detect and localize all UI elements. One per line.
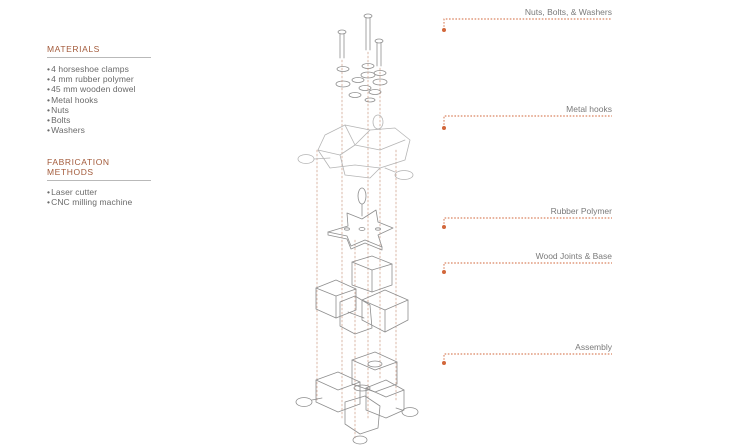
callout-leader xyxy=(443,115,612,128)
callout-assembly: Assembly xyxy=(575,342,612,352)
materials-item: Nuts xyxy=(47,105,151,115)
fabrication-title: FABRICATION METHODS xyxy=(47,157,151,181)
materials-item: Bolts xyxy=(47,115,151,125)
callout-nuts-bolts-washers: Nuts, Bolts, & Washers xyxy=(524,7,612,17)
materials-item: Washers xyxy=(47,125,151,135)
materials-section: MATERIALS 4 horseshoe clamps 4 mm rubber… xyxy=(47,44,151,135)
materials-list: 4 horseshoe clamps 4 mm rubber polymer 4… xyxy=(47,64,151,135)
callout-wood-joints-base: Wood Joints & Base xyxy=(535,251,612,261)
callout-leader xyxy=(443,262,612,272)
bolt xyxy=(363,13,373,51)
assembly xyxy=(295,351,419,445)
rubber-polymer-star xyxy=(327,209,394,251)
callout-dot xyxy=(442,361,446,365)
materials-item: 4 horseshoe clamps xyxy=(47,64,151,74)
metal-hooks-cluster xyxy=(297,114,414,180)
callout-dot xyxy=(442,225,446,229)
fabrication-item: Laser cutter xyxy=(47,187,151,197)
bolt xyxy=(337,29,347,59)
callout-leader xyxy=(443,18,612,30)
bolt xyxy=(374,38,384,67)
metal-hook xyxy=(357,187,367,217)
callout-leader xyxy=(443,353,612,363)
fabrication-list: Laser cutter CNC milling machine xyxy=(47,187,151,207)
fabrication-section: FABRICATION METHODS Laser cutter CNC mil… xyxy=(47,157,151,207)
wood-joints-base xyxy=(315,255,409,335)
materials-item: 4 mm rubber polymer xyxy=(47,74,151,84)
callout-leader xyxy=(443,217,612,227)
callout-metal-hooks: Metal hooks xyxy=(566,104,612,114)
callout-rubber-polymer: Rubber Polymer xyxy=(550,206,612,216)
materials-title: MATERIALS xyxy=(47,44,151,58)
washer-stack xyxy=(335,63,388,103)
materials-item: Metal hooks xyxy=(47,95,151,105)
materials-item: 45 mm wooden dowel xyxy=(47,84,151,94)
callout-dot xyxy=(442,126,446,130)
callout-dot xyxy=(442,270,446,274)
fabrication-item: CNC milling machine xyxy=(47,197,151,207)
callout-dot xyxy=(442,28,446,32)
